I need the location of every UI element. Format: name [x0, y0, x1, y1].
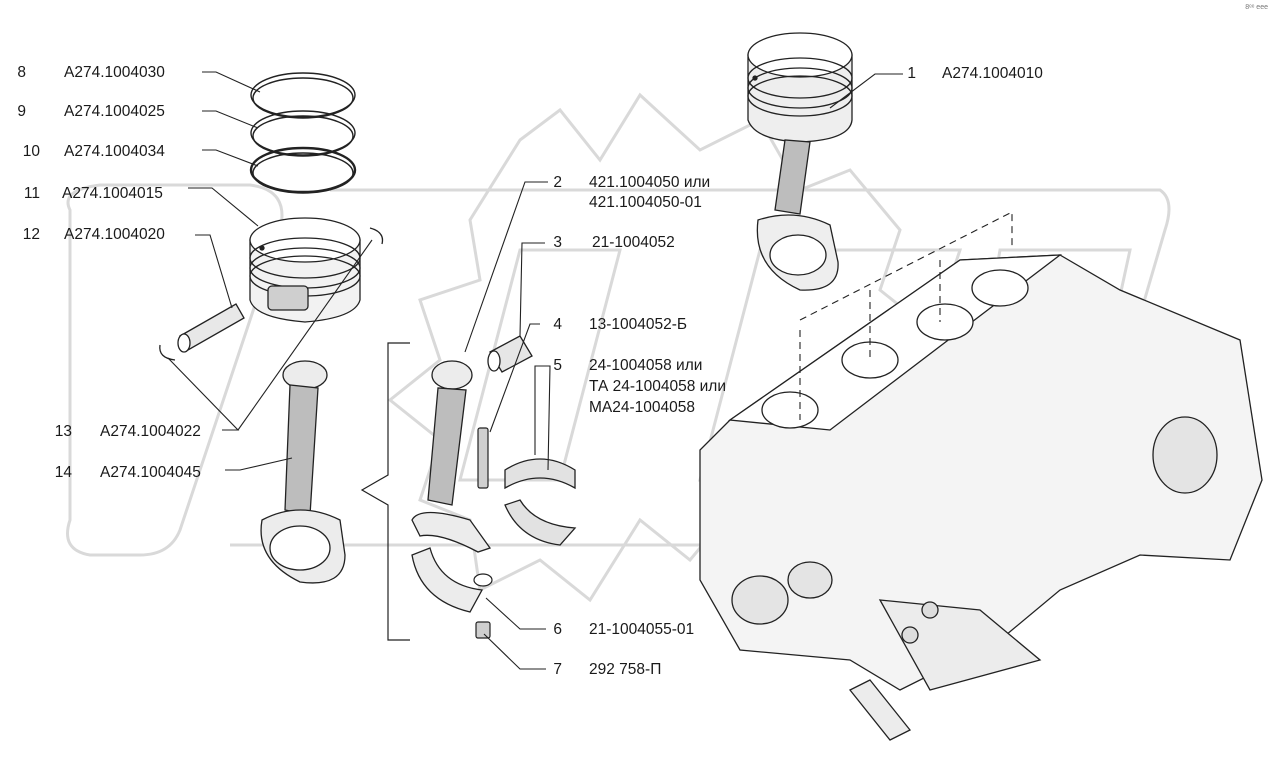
part-code-2: 421.1004050 или [589, 174, 711, 191]
conrod-center [411, 360, 492, 613]
part-code-6: 21-1004055-01 [589, 621, 695, 638]
leader-lines [167, 71, 903, 670]
conrod-left [260, 360, 346, 584]
part-code-13: А274.1004022 [100, 423, 201, 440]
part-code-5-alt2: МА24-1004058 [589, 399, 695, 416]
piston-rings [249, 72, 357, 194]
part-num-9: 9 [17, 103, 26, 120]
part-num-13: 13 [54, 423, 72, 440]
piston-small [249, 217, 361, 323]
conrod-bolt [477, 427, 489, 489]
part-num-3: 3 [553, 234, 562, 251]
part-code-10: А274.1004034 [64, 143, 165, 160]
part-num-12: 12 [22, 226, 40, 243]
corner-mark: 8ᵉᵉ eee [1245, 4, 1268, 11]
bearing-shells [504, 458, 577, 546]
engine-block [699, 254, 1263, 741]
piston-pin [159, 227, 384, 361]
part-num-5: 5 [553, 357, 562, 374]
part-num-14: 14 [54, 464, 72, 481]
part-num-4: 4 [553, 316, 562, 333]
part-code-7: 292 758-П [589, 661, 662, 678]
alignment-lines [799, 211, 1013, 420]
part-num-1: 1 [907, 65, 916, 82]
part-code-14: А274.1004045 [100, 464, 201, 481]
group-bracket [360, 342, 410, 641]
part-code-3: 21-1004052 [592, 234, 675, 251]
part-num-11: 11 [23, 185, 40, 202]
part-num-2: 2 [553, 174, 562, 191]
part-code-11: А274.1004015 [62, 185, 163, 202]
bushing [487, 335, 533, 373]
part-num-6: 6 [553, 621, 562, 638]
part-code-8: А274.1004030 [64, 64, 165, 81]
part-code-1: A274.1004010 [942, 65, 1043, 82]
piston-assembly [747, 32, 853, 291]
part-code-5-alt1: ТА 24-1004058 или [589, 378, 727, 395]
part-code-12: А274.1004020 [64, 226, 165, 243]
part-code-9: А274.1004025 [64, 103, 165, 120]
part-code-5: 24-1004058 или [589, 357, 703, 374]
part-code-2-alt: 421.1004050-01 [589, 194, 702, 211]
part-num-8: 8 [17, 64, 26, 81]
part-num-7: 7 [553, 661, 562, 678]
part-code-4: 13-1004052-Б [589, 316, 688, 333]
part-num-10: 10 [22, 143, 40, 160]
conrod-nut [473, 573, 493, 639]
